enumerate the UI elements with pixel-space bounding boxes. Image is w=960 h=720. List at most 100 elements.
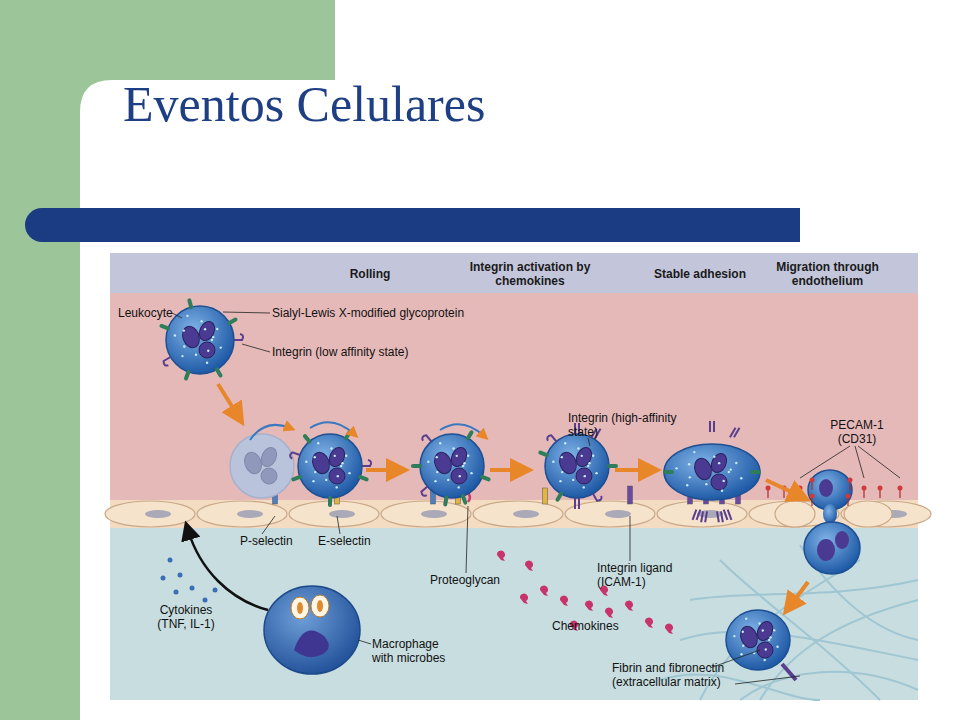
granule [588, 462, 590, 464]
granule [463, 462, 465, 464]
rolling-arrow [310, 422, 354, 434]
endothelial-cell [381, 501, 471, 527]
granule [561, 471, 563, 473]
granule [340, 465, 342, 467]
granule [325, 479, 327, 481]
granule [769, 636, 771, 638]
figure-label: E-selectin [318, 534, 388, 548]
pecam-1 [811, 498, 812, 506]
leader-line [858, 446, 900, 478]
cytokine [178, 573, 183, 578]
integrin-high [728, 510, 732, 520]
nucleus-lobe [448, 445, 469, 469]
granule [587, 465, 589, 467]
granule [768, 639, 770, 641]
endothelial-cell [473, 501, 563, 527]
granule [459, 475, 461, 477]
chemokine [585, 601, 593, 611]
granule [572, 479, 574, 481]
granule [467, 454, 469, 456]
granule [186, 315, 188, 317]
pecam-1 [878, 486, 883, 491]
rolling-arrow [250, 425, 290, 440]
integrin-high [734, 428, 740, 438]
endothelial-cell [289, 501, 379, 527]
integrin-high [717, 511, 719, 522]
cytokine [203, 598, 208, 603]
granule [439, 442, 441, 444]
granule [577, 447, 579, 449]
granule [735, 462, 737, 464]
granule [686, 484, 688, 486]
stage-heading: Rolling [300, 267, 440, 281]
granule [740, 653, 742, 655]
sialyl-glycoprotein [413, 464, 420, 468]
granule [447, 479, 449, 481]
granule [722, 480, 724, 482]
granule [312, 480, 314, 482]
granule [742, 645, 744, 647]
stage-heading: Migration through endothelium [765, 260, 890, 288]
icam-1 [628, 486, 633, 504]
cytokine [168, 558, 173, 563]
figure-label: Chemokines [552, 619, 642, 633]
granule [330, 447, 332, 449]
granule [582, 486, 584, 488]
microbe [291, 597, 309, 619]
nucleus-lobe [835, 531, 849, 549]
nucleus-lobe [557, 450, 580, 476]
sialyl-glycoprotein [293, 477, 300, 479]
granule [705, 483, 707, 485]
granule [452, 447, 454, 449]
endothelial-cell [841, 501, 931, 527]
matrix-fibre [680, 632, 918, 660]
step-arrow [615, 468, 650, 472]
leukocyte-body [166, 306, 234, 374]
granule [317, 442, 319, 444]
pecam-1 [879, 490, 880, 498]
granule [456, 455, 458, 457]
nucleus-lobe [692, 456, 715, 482]
integrin-high [574, 498, 576, 509]
leukocyte-body [230, 434, 294, 498]
integrin-high [705, 511, 707, 522]
endothelial-nucleus [237, 510, 263, 518]
nucleus-lobe [432, 450, 455, 476]
pecam-1 [846, 494, 851, 499]
title-bar [25, 208, 800, 242]
granule [341, 462, 343, 464]
endothelial-cell [657, 501, 747, 527]
integrin-low [164, 357, 171, 366]
endothelial-nucleus [421, 510, 447, 518]
endothelial-cell [844, 501, 892, 527]
sialyl-glycoprotein [328, 498, 332, 505]
sialyl-glycoprotein [752, 470, 759, 474]
granule [773, 629, 775, 631]
microbe-core [297, 602, 303, 614]
nucleus-lobe [711, 474, 727, 490]
leukocyte-body [545, 434, 609, 498]
nucleus-lobe [329, 468, 345, 484]
integrin-low [593, 494, 602, 501]
endothelial-nucleus [145, 510, 171, 518]
granule [559, 480, 561, 482]
leader-line [242, 344, 270, 352]
pecam-1 [848, 478, 853, 483]
sialyl-glycoprotein [482, 477, 489, 479]
pecam-1 [863, 490, 864, 498]
nucleus-lobe [180, 324, 203, 350]
chemokine [625, 601, 633, 611]
nucleus-lobe [817, 539, 835, 561]
endothelial-cell [775, 501, 815, 527]
endothelial-cell [197, 501, 287, 527]
granule [436, 456, 438, 458]
stage-heading: Stable adhesion [640, 267, 760, 281]
granule [337, 475, 339, 477]
granule [762, 629, 764, 631]
step-arrow [766, 480, 800, 496]
macrophage-nucleus [294, 630, 329, 657]
leukocyte-body [420, 434, 484, 498]
integrin-high [709, 421, 711, 432]
integrin-low [547, 435, 556, 441]
integrin-low [362, 460, 371, 466]
